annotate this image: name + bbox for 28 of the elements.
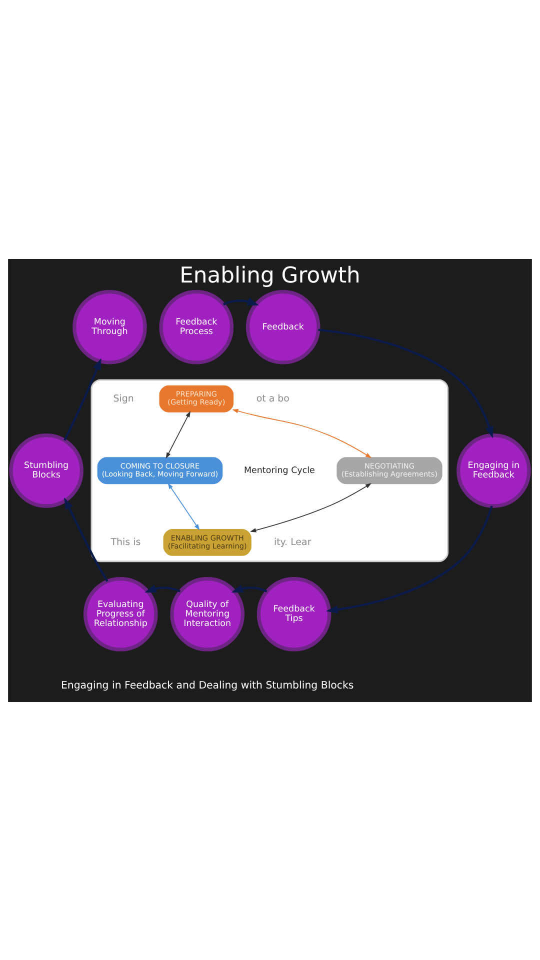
- node-box: COMING TO CLOSURE (Looking Back, Moving Forward): [97, 456, 223, 484]
- node-circle: Engaging in Feedback: [456, 433, 531, 508]
- cluster: [90, 378, 449, 562]
- label: Mentoring Cycle: [244, 465, 315, 476]
- arrow: [223, 297, 259, 305]
- node-circle: Moving Through: [72, 289, 147, 364]
- label: ity. Lear: [274, 536, 312, 548]
- node-circle: Stumbling Blocks: [9, 433, 84, 508]
- arrow: [168, 482, 200, 530]
- arrow: [231, 584, 268, 592]
- caption: Engaging in Feedback and Dealing with Stumbling Blocks: [60, 680, 354, 692]
- label: This is: [110, 536, 141, 548]
- node-circle: Feedback Tips: [256, 576, 332, 651]
- node-box: PREPARING (Getting Ready): [159, 384, 234, 412]
- arrow: [64, 358, 102, 440]
- arrow: [232, 408, 372, 458]
- node-box: ENABLING GROWTH (Facilitating Learning): [163, 528, 252, 556]
- arrow: [166, 410, 190, 458]
- node-box: NEGOTIATING (Establishing Agreements): [336, 456, 442, 484]
- node-circle: Feedback Process: [159, 289, 234, 364]
- label: Sign: [113, 392, 134, 404]
- arrow: [250, 482, 372, 532]
- arrow: [318, 328, 494, 438]
- arrow: [326, 505, 493, 614]
- label: ot a bo: [256, 392, 290, 404]
- arrow: [64, 496, 108, 582]
- arrow: [144, 584, 181, 592]
- diagram-title: Enabling Growth: [180, 262, 360, 288]
